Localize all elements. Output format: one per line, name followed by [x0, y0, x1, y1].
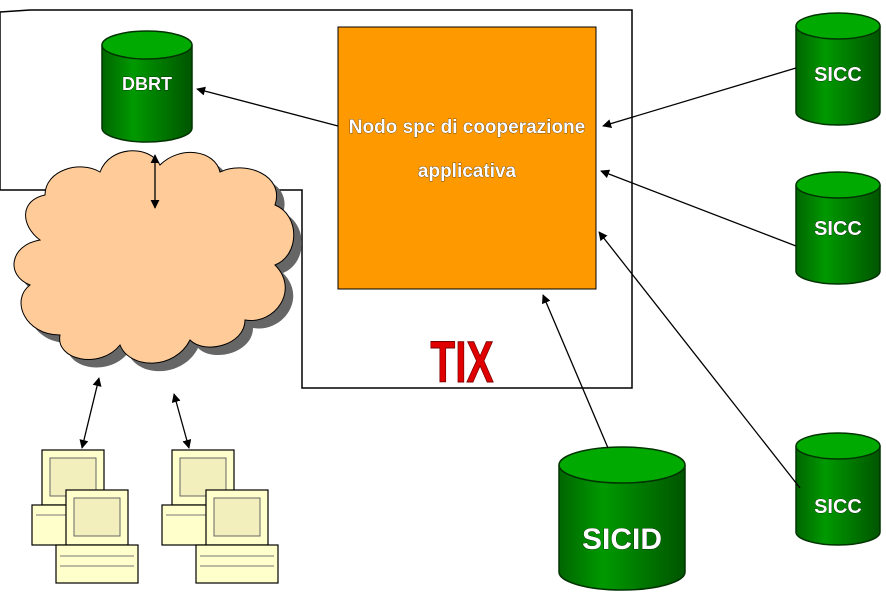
arrow-node-to-dbrt	[196, 86, 339, 127]
database-sicid[interactable]: SICID	[558, 446, 686, 591]
client-computers-right	[161, 449, 279, 584]
tix-boundary	[0, 9, 633, 389]
arrow-sicc3-to-node	[598, 231, 801, 489]
database-sicc-1[interactable]: SICC	[795, 12, 881, 126]
tix-label: TIX	[430, 330, 493, 395]
sicc-2-label: SICC	[814, 218, 862, 240]
client-computers-left	[31, 449, 139, 584]
node-label-line1: Nodo spc di cooperazione	[349, 117, 585, 138]
network-cloud	[13, 150, 302, 372]
node-box[interactable]	[337, 26, 597, 290]
arrow-sicid-to-node	[542, 294, 609, 449]
database-sicc-3[interactable]: SICC	[795, 432, 881, 546]
database-dbrt[interactable]: DBRT	[101, 30, 193, 143]
sicc-1-label: SICC	[814, 64, 862, 86]
arrow-cloud-client-left	[79, 377, 102, 449]
sicc-3-label: SICC	[814, 496, 862, 518]
database-sicc-2[interactable]: SICC	[795, 171, 881, 285]
arrow-cloud-client-right	[171, 393, 192, 449]
arrow-sicc1-to-node	[602, 67, 797, 128]
node-label-line2: applicativa	[418, 161, 517, 182]
arrow-sicc2-to-node	[600, 169, 797, 247]
dbrt-label: DBRT	[122, 74, 172, 94]
sicid-label: SICID	[582, 523, 662, 556]
